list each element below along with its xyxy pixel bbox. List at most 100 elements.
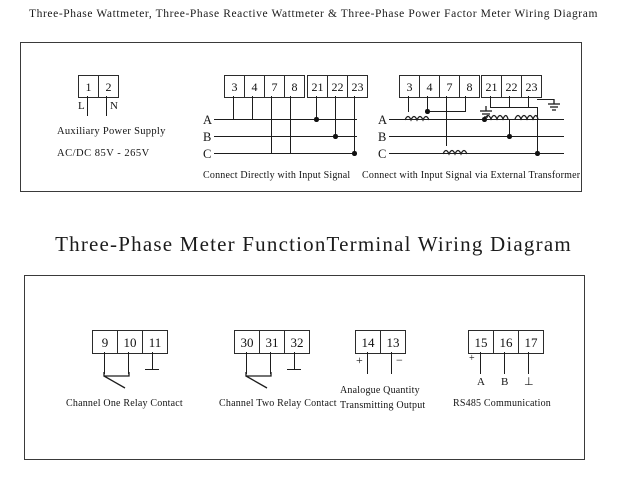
analogue-drop-14 xyxy=(367,352,369,374)
ch1-contact-bar xyxy=(145,369,159,371)
transformer-sec-link-c xyxy=(528,107,538,109)
transformer-phase-label-c: C xyxy=(378,147,387,161)
analogue-terminal-block[interactable]: 14 13 xyxy=(355,330,406,354)
direct-junction-c xyxy=(352,151,357,156)
channel-one-terminal-block[interactable]: 9 10 11 xyxy=(92,330,168,354)
terminal-21-ct[interactable]: 21 xyxy=(482,76,502,97)
rs485-drop-17 xyxy=(528,352,530,374)
transformer-drop-3 xyxy=(408,96,410,112)
transformer-terminal-block-left[interactable]: 3 4 7 8 xyxy=(399,75,480,98)
relay-contact-two-icon xyxy=(245,372,272,389)
terminal-22-ct[interactable]: 22 xyxy=(502,76,522,97)
ch1-drop-9 xyxy=(104,352,106,374)
transformer-phase-label-b: B xyxy=(378,130,387,144)
direct-bus-a xyxy=(214,119,345,121)
transformer-sec-bus xyxy=(490,107,529,109)
transformer-ground-link xyxy=(537,99,554,101)
page-title-top: Three-Phase Wattmeter, Three-Phase React… xyxy=(29,8,598,20)
direct-drop-22 xyxy=(335,96,337,137)
terminal-2[interactable]: 2 xyxy=(105,79,112,94)
ct-coil-phase-a xyxy=(404,115,430,122)
analogue-caption-line2: Transmitting Output xyxy=(340,400,426,411)
direct-drop-3 xyxy=(233,96,235,120)
transformer-junction-b xyxy=(507,134,512,139)
transformer-bus-c xyxy=(389,153,564,155)
terminal-32[interactable]: 32 xyxy=(290,334,304,350)
relay-contact-one-icon xyxy=(103,372,130,389)
page-title-bottom: Three-Phase Meter FunctionTerminal Wirin… xyxy=(55,232,572,256)
direct-drop-8 xyxy=(290,96,292,154)
ct-coil-phase-c xyxy=(442,149,468,156)
terminal-10[interactable]: 10 xyxy=(118,331,143,353)
terminal-4[interactable]: 4 xyxy=(245,76,265,97)
direct-link-78 xyxy=(271,153,291,155)
direct-bus-a-ext xyxy=(345,119,357,121)
transformer-drop-21 xyxy=(490,96,492,108)
terminal-14[interactable]: 14 xyxy=(356,331,381,353)
terminal-8[interactable]: 8 xyxy=(291,79,298,94)
terminal-3[interactable]: 3 xyxy=(225,76,245,97)
aux-pin-label-l: L xyxy=(78,100,85,112)
top-diagram-panel xyxy=(20,42,582,192)
transformer-sec-link-a xyxy=(484,119,514,121)
aux-wire-n xyxy=(106,96,108,116)
direct-terminal-block-right[interactable]: 21 22 23 xyxy=(307,75,368,98)
direct-junction-b xyxy=(333,134,338,139)
aux-terminal-block[interactable]: 1 2 xyxy=(78,75,119,98)
channel-two-caption: Channel Two Relay Contact xyxy=(219,398,337,409)
channel-two-terminal-block[interactable]: 30 31 32 xyxy=(234,330,310,354)
direct-bus-b-ext xyxy=(345,136,357,138)
direct-drop-21 xyxy=(316,96,318,120)
terminal-7-ct[interactable]: 7 xyxy=(440,76,460,97)
terminal-30[interactable]: 30 xyxy=(235,331,260,353)
terminal-13[interactable]: 13 xyxy=(386,334,400,350)
ch2-contact-bar xyxy=(287,369,301,371)
terminal-9[interactable]: 9 xyxy=(93,331,118,353)
terminal-15[interactable]: 15 xyxy=(469,331,494,353)
aux-caption-line1: Auxiliary Power Supply xyxy=(57,126,166,137)
terminal-4-ct[interactable]: 4 xyxy=(420,76,440,97)
transformer-drop-8 xyxy=(465,96,467,112)
terminal-21[interactable]: 21 xyxy=(308,76,328,97)
analogue-drop-13 xyxy=(391,352,393,374)
direct-drop-7 xyxy=(271,96,273,154)
terminal-17[interactable]: 17 xyxy=(524,334,538,350)
rs485-terminal-block[interactable]: 15 16 17 xyxy=(468,330,544,354)
terminal-3-ct[interactable]: 3 xyxy=(400,76,420,97)
aux-caption-line2: AC/DC 85V - 265V xyxy=(57,148,150,159)
ch2-drop-30 xyxy=(246,352,248,374)
pt-coil-right xyxy=(514,114,539,121)
terminal-31[interactable]: 31 xyxy=(260,331,285,353)
transformer-terminal-block-right[interactable]: 21 22 23 xyxy=(481,75,542,98)
transformer-bus-b xyxy=(389,136,564,138)
aux-pin-label-n: N xyxy=(110,100,118,112)
transformer-drop-7 xyxy=(446,96,448,146)
direct-drop-23 xyxy=(354,96,356,154)
terminal-11[interactable]: 11 xyxy=(148,334,162,350)
aux-wire-l xyxy=(87,96,89,116)
terminal-22[interactable]: 22 xyxy=(328,76,348,97)
direct-terminal-block-left[interactable]: 3 4 7 8 xyxy=(224,75,305,98)
transformer-drop-4 xyxy=(427,96,429,112)
ch1-drop-11 xyxy=(152,352,154,370)
rs485-drop-15 xyxy=(480,352,482,374)
terminal-8-ct[interactable]: 8 xyxy=(466,79,473,94)
rs485-polarity-plus: + xyxy=(469,353,475,364)
terminal-23[interactable]: 23 xyxy=(351,79,364,94)
direct-phase-label-b: B xyxy=(203,130,212,144)
bottom-diagram-panel xyxy=(24,275,585,460)
transformer-junction-4 xyxy=(425,109,430,114)
direct-link-34 xyxy=(233,119,253,121)
transformer-link-48 xyxy=(427,111,466,113)
direct-bus-b xyxy=(214,136,345,138)
direct-caption: Connect Directly with Input Signal xyxy=(203,170,351,181)
direct-phase-label-a: A xyxy=(203,113,213,127)
terminal-23-ct[interactable]: 23 xyxy=(525,79,538,94)
transformer-caption: Connect with Input Signal via External T… xyxy=(362,170,581,181)
terminal-7[interactable]: 7 xyxy=(265,76,285,97)
ch2-drop-31 xyxy=(270,352,272,374)
direct-bus-c-ext xyxy=(345,153,357,155)
ch2-drop-32 xyxy=(294,352,296,370)
terminal-16[interactable]: 16 xyxy=(494,331,519,353)
terminal-1[interactable]: 1 xyxy=(79,76,99,97)
